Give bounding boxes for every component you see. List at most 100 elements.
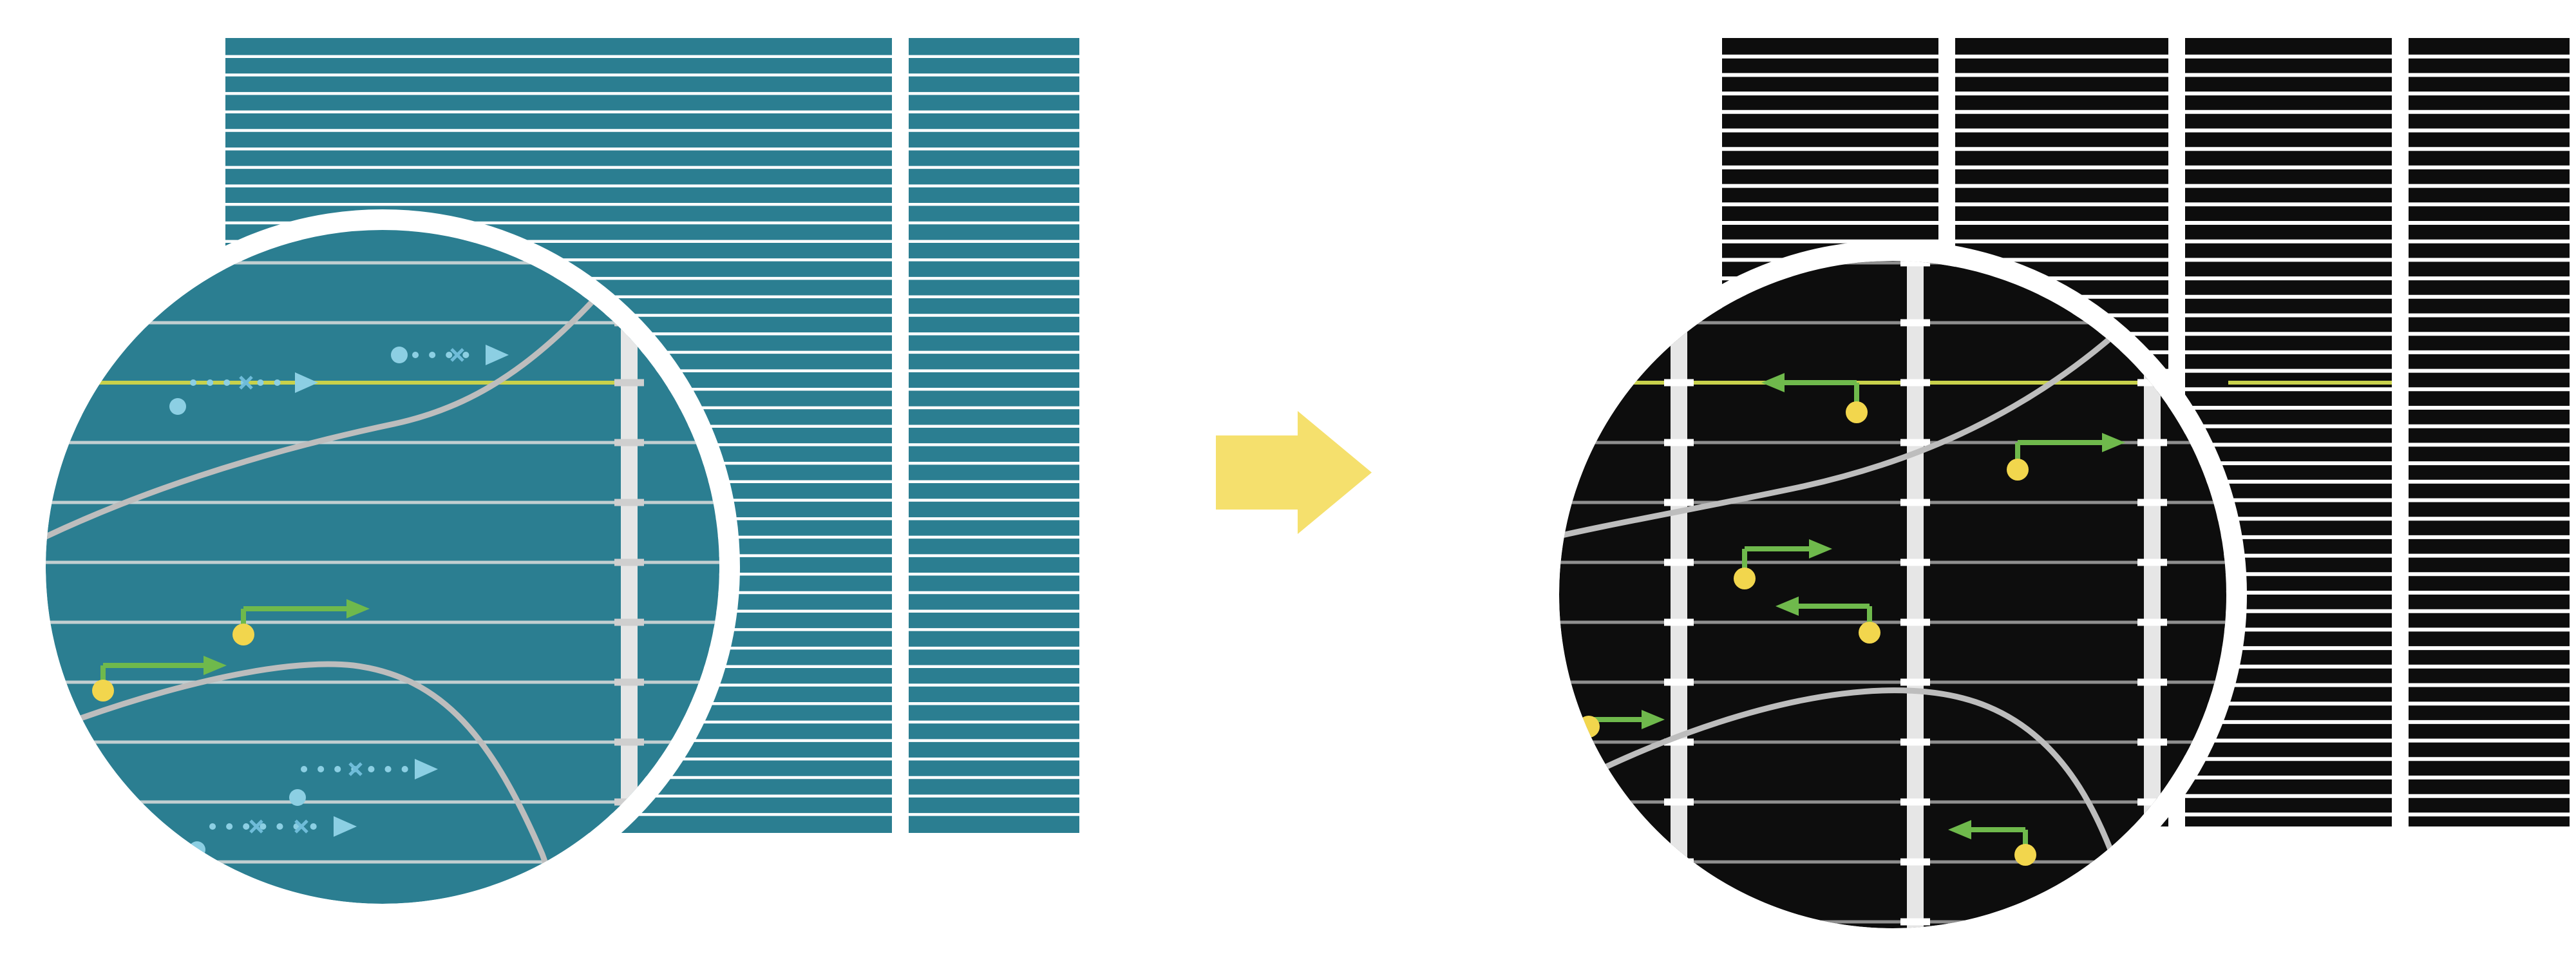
busbar-nub [2137,738,2167,746]
busbar-nub [1900,798,1930,806]
right-magnifier-content [1559,261,2226,928]
right-magnifier-grain-boundaries [1559,322,2130,900]
busbar-nub [1664,918,1694,926]
hole-dot [2014,844,2036,866]
electron-arrowhead-icon [334,816,357,837]
busbar-nub [1900,439,1930,446]
hole-carrier [1776,597,1880,644]
busbar-nub [614,379,644,387]
left-magnifier [25,209,740,924]
transition-arrow [1216,411,1372,534]
busbar-nub [2137,559,2167,566]
hole-carrier [1948,820,2036,866]
electron-arrowhead-icon [295,372,318,393]
electron-carrier [169,372,318,415]
right-cell-segment [2409,38,2570,826]
left-magnifier-finger-lines [46,261,719,864]
busbar-nub [1664,559,1694,566]
busbar-nub [614,499,644,506]
busbar-nub [2137,439,2167,446]
busbar-nub [1664,618,1694,626]
busbar-nub [1664,738,1694,746]
busbar-nub [1664,678,1694,686]
hole-dot [1846,401,1868,423]
electron-dot [391,347,408,363]
busbar-nub [1900,678,1930,686]
hole-arrowhead-icon [1642,710,1665,729]
busbar-nub [614,559,644,566]
busbar-nub [1900,618,1930,626]
right-magnifier-background [1559,261,2226,928]
right-magnifier-busbars [1664,261,2167,928]
hole-carrier [92,656,227,702]
hole-arrowhead-icon [1776,597,1799,616]
left-magnifier-background [46,230,719,904]
busbar-nub [1900,379,1930,387]
right-magnifier-hole-carriers [1578,373,2125,866]
hole-carrier [1734,539,1832,589]
recombination-x-icon [294,819,308,834]
busbar [1907,261,1924,928]
busbar-nub [1664,798,1694,806]
left-magnifier-content [46,230,719,904]
electron-carrier [289,759,438,806]
hole-dot [1734,568,1756,589]
hole-arrowhead-icon [346,599,370,618]
busbar-nub [1900,738,1930,746]
busbar-nub [614,618,644,626]
recombination-x-icon [348,762,363,776]
recombination-x-icon [450,348,464,362]
grain-boundary-line [46,661,582,904]
busbar-nub [2137,918,2167,926]
hole-arrowhead-icon [2102,433,2125,452]
busbar-nub [1664,261,1694,267]
electron-carrier [391,345,509,365]
busbar-nub [2137,798,2167,806]
electron-dot [289,789,306,806]
busbar-nub [1900,858,1930,866]
recombination-x-icon [249,819,263,834]
busbar-nub [1664,439,1694,446]
busbar-nub [1900,319,1930,327]
busbar-nub [1900,559,1930,566]
busbar-nub [2137,858,2167,866]
electron-arrowhead-icon [415,759,438,779]
busbar-nub [1664,379,1694,387]
electron-arrowhead-icon [486,345,509,365]
busbar-nub [614,858,644,866]
hole-arrowhead-icon [1761,373,1785,392]
hole-dot [2007,459,2029,481]
left-magnifier-hole-carriers [92,599,370,702]
hole-arrowhead-icon [204,656,227,675]
busbar-nub [614,678,644,686]
hole-arrowhead-icon [1948,820,1971,839]
magnifier-ring [1539,240,2247,949]
left-cell-segment [909,38,1079,833]
grain-boundary-line [46,244,644,554]
electron-dot [169,398,186,415]
hole-dot [1859,622,1880,644]
busbar-nub [1900,499,1930,506]
left-magnifier-grain-boundaries [46,244,644,904]
hole-dot [92,680,114,702]
magnifier-ring [25,209,740,924]
busbar-nub [1900,918,1930,926]
busbar-nub [614,738,644,746]
grain-boundary-line [1574,687,2130,900]
hole-carrier [2007,433,2125,481]
busbar [1671,261,1687,928]
grain-boundary-line [1559,322,2128,543]
hole-carrier [232,599,370,645]
busbar-nub [2137,618,2167,626]
busbar-nub [1900,261,1930,267]
hole-arrowhead-icon [1809,539,1832,559]
busbar-nub [1664,499,1694,506]
busbar-nub [614,439,644,446]
right-magnifier [1539,240,2247,949]
busbar-nub [2137,678,2167,686]
hole-carrier [1761,373,1868,423]
hole-dot [232,624,254,645]
recombination-x-icon [239,376,253,390]
